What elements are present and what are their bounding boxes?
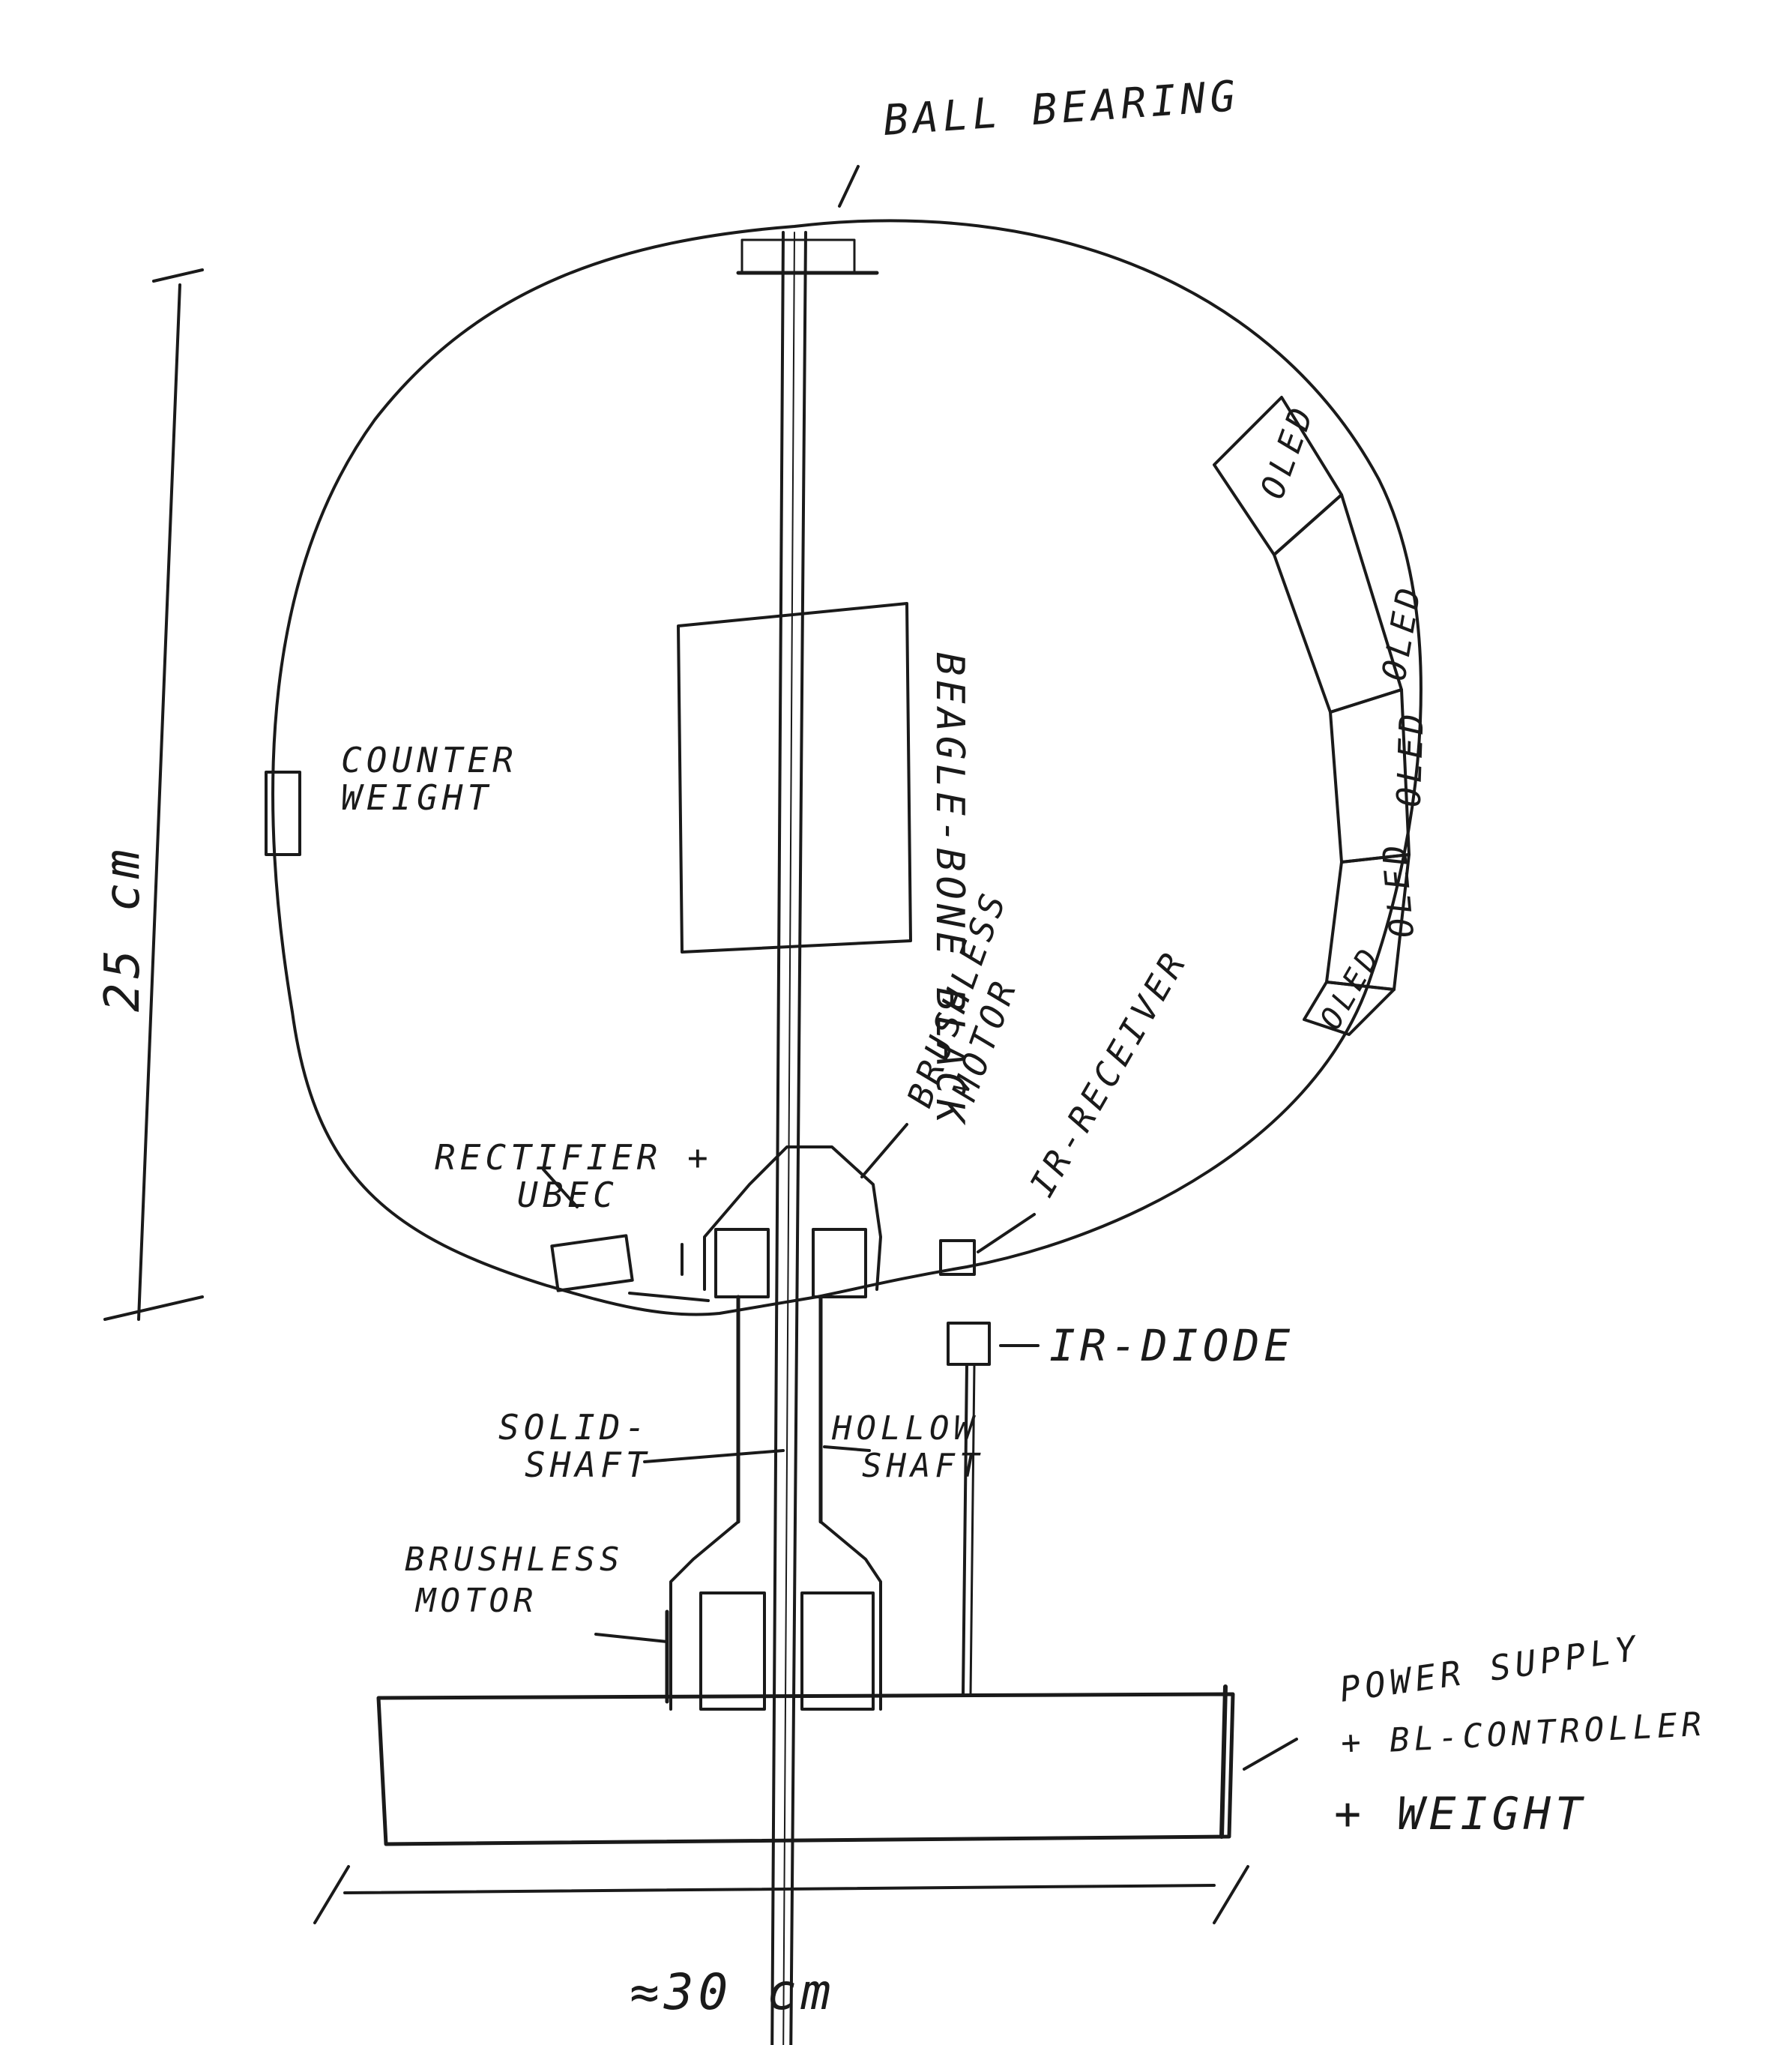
- ir-receiver-box: [939, 1239, 976, 1276]
- rectifier-label-line1: RECTIFIER +: [435, 1137, 713, 1178]
- power-supply-label-line1: POWER SUPPLY: [1337, 1627, 1643, 1710]
- beaglebone-board: [677, 602, 912, 954]
- lower-brushless-motor: [665, 1520, 882, 1711]
- rotating-ring: [271, 219, 1423, 1316]
- leader-lines: [542, 165, 1298, 1771]
- beaglebone-label: BEAGLE-BONE BLACK: [927, 652, 972, 1127]
- ir-diode-label: IR-DIODE: [1049, 1320, 1294, 1371]
- height-dimension-label: 25 cm: [95, 845, 151, 1012]
- hollow-shaft: [736, 1295, 823, 1524]
- base-box: [376, 1692, 1235, 1846]
- solid-shaft-label-line2: SHAFT: [525, 1445, 651, 1485]
- oled-label-4: OLED: [1375, 839, 1422, 939]
- lower-brushless-label-line1: BRUSHLESS: [405, 1540, 624, 1579]
- power-supply-label-line2: + BL-CONTROLLER: [1340, 1705, 1707, 1762]
- solid-shaft: [770, 231, 807, 2045]
- hollow-shaft-label-line2: SHAFT: [862, 1447, 983, 1485]
- oled-strip: [1213, 396, 1411, 1036]
- ir-receiver-label: IR-RECEIVER: [1022, 943, 1195, 1204]
- height-dimension: [103, 268, 204, 1321]
- counter-weight-label-line1: COUNTER: [341, 740, 518, 780]
- ball-bearing: [736, 238, 879, 275]
- rectifier-label-line2: UBEC: [517, 1175, 618, 1215]
- oled-label-3: OLED: [1390, 709, 1432, 808]
- counter-weight-label-line2: WEIGHT: [341, 777, 492, 818]
- width-dimension-label: ≈30 cm: [630, 1963, 835, 2021]
- width-dimension: [313, 1865, 1249, 1924]
- hollow-shaft-label-line1: HOLLOW: [831, 1409, 978, 1448]
- rectifier-ubec-box: [550, 1234, 634, 1292]
- upper-brushless-motor: [681, 1145, 882, 1298]
- lower-brushless-label-line2: MOTOR: [414, 1582, 537, 1620]
- solid-shaft-label-line1: SOLID-: [498, 1407, 650, 1448]
- ball-bearing-label: BALL BEARING: [881, 72, 1241, 145]
- power-supply-label-line3: + WEIGHT: [1334, 1788, 1587, 1840]
- counter-weight: [265, 771, 301, 856]
- ir-diode-assembly: [947, 1322, 991, 1696]
